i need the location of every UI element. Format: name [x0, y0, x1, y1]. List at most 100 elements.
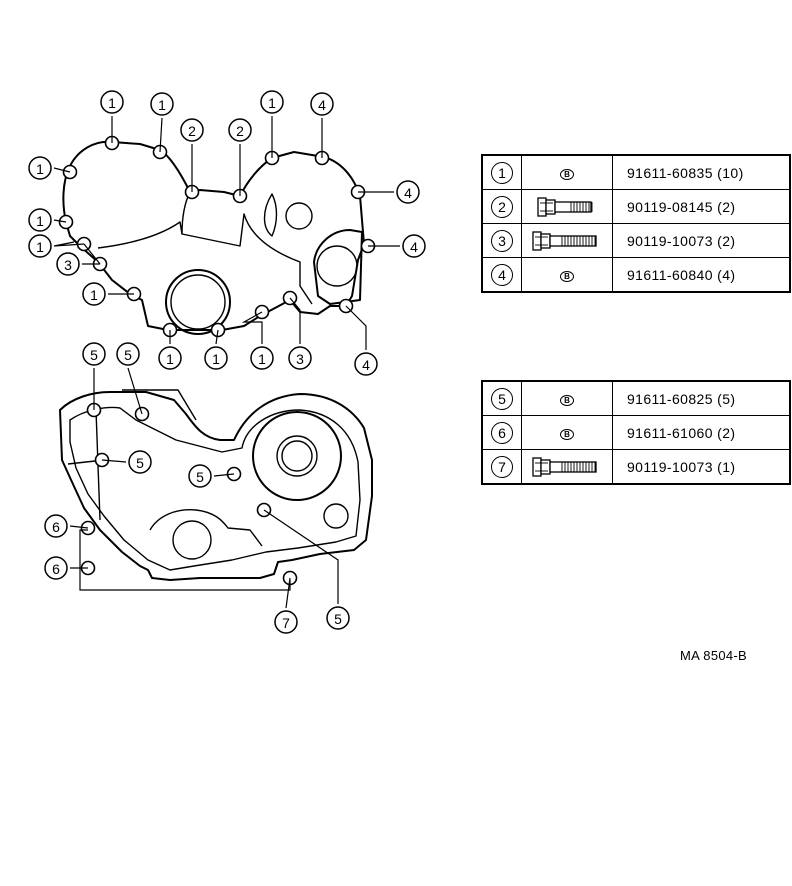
callout-6: 6 [44, 556, 68, 580]
bolt-index-cell: 2 [481, 189, 522, 224]
callout-ring [28, 234, 52, 258]
callout-1: 1 [100, 90, 124, 114]
bolt-symbol-cell: B [521, 380, 613, 416]
callout-6: 6 [44, 514, 68, 538]
callout-ring [28, 208, 52, 232]
callout-1: 1 [204, 346, 228, 370]
lower-left-hole [172, 520, 212, 560]
callout-ring [288, 346, 312, 370]
callout-4: 4 [402, 234, 426, 258]
callout-ring [204, 346, 228, 370]
callout-5: 5 [326, 606, 350, 630]
bolt-symbol-cell [521, 223, 613, 258]
callout-1: 1 [28, 208, 52, 232]
leader-line [289, 297, 301, 344]
callout-number: 1 [36, 239, 44, 255]
callout-3: 3 [288, 346, 312, 370]
bolt-index-number: 6 [491, 421, 513, 444]
part-number: 91611-60835 (10) [612, 154, 791, 190]
bolt-index-cell: 3 [481, 223, 522, 258]
callout-5: 5 [116, 342, 140, 366]
hex-bolt-long-icon [532, 230, 597, 251]
leader-line [263, 509, 339, 604]
bolt-index-number: 2 [491, 195, 513, 218]
bolt-table-row: 3 90119-10073 (2) [481, 223, 791, 258]
callout-number: 6 [52, 519, 60, 535]
callout-4: 4 [354, 352, 378, 376]
callout-number: 6 [52, 561, 60, 577]
leader-line [69, 525, 89, 529]
cam-bore-inner [276, 435, 318, 477]
hex-bolt-short-icon [537, 196, 593, 217]
upper-cover-slot [263, 193, 278, 237]
flange-bolt-mark-icon: B [560, 394, 574, 406]
leader-line [101, 459, 127, 463]
callout-number: 4 [362, 357, 370, 373]
lower-oil-pump-edge [149, 509, 263, 547]
diagram-reference-code: MA 8504-B [680, 648, 748, 663]
callout-2: 2 [228, 118, 252, 142]
bolt-index-number: 1 [491, 161, 513, 184]
callout-ring [100, 90, 124, 114]
callout-number: 1 [36, 213, 44, 229]
leader-line [215, 329, 219, 345]
flange-bolt-mark-icon: B [560, 168, 574, 180]
callout-ring [150, 92, 174, 116]
leader-line [83, 243, 101, 265]
flange-bolt-mark-icon: B [560, 428, 574, 440]
part-number: 90119-10073 (2) [612, 223, 791, 258]
callout-ring [116, 342, 140, 366]
callout-number: 5 [334, 611, 342, 627]
part-number: 90119-10073 (1) [612, 449, 791, 485]
callout-ring [44, 556, 68, 580]
part-number: 91611-60825 (5) [612, 380, 791, 416]
callout-5: 5 [128, 450, 152, 474]
leader-line [53, 241, 85, 247]
part-number: 91611-60840 (4) [612, 257, 791, 293]
callout-5: 5 [188, 464, 212, 488]
callout-ring [354, 352, 378, 376]
bolt-table-row: 7 90119-10073 (1) [481, 449, 791, 485]
callout-number: 1 [158, 97, 166, 113]
bolt-index-cell: 5 [481, 380, 522, 416]
callout-number: 4 [410, 239, 418, 255]
upper-cover-inner-ridge [97, 213, 313, 305]
leader-line [53, 219, 67, 223]
cam-bore-core [281, 440, 313, 472]
callout-1: 1 [28, 156, 52, 180]
callout-number: 2 [188, 123, 196, 139]
bolt-index-number: 4 [491, 263, 513, 286]
callout-ring [82, 282, 106, 306]
crank-seal-ring-inner [170, 274, 226, 330]
leader-line [53, 167, 71, 173]
bolt-index-number: 3 [491, 229, 513, 252]
callout-number: 3 [64, 257, 72, 273]
bolt-symbol-cell: B [521, 257, 613, 293]
callout-number: 1 [90, 287, 98, 303]
bolt-index-cell: 4 [481, 257, 522, 293]
lower-frame-leader [79, 529, 291, 591]
callout-number: 5 [136, 455, 144, 471]
crank-seal-ring-outer [165, 269, 231, 335]
callout-number: 4 [404, 185, 412, 201]
bolt-table-row: 1 B 91611-60835 (10) [481, 154, 791, 190]
callout-number: 1 [108, 95, 116, 111]
bolt-symbol-cell: B [521, 415, 613, 450]
callout-number: 1 [212, 351, 220, 367]
callout-1: 1 [82, 282, 106, 306]
callout-1: 1 [150, 92, 174, 116]
callout-number: 5 [90, 347, 98, 363]
callout-ring [28, 156, 52, 180]
bolt-index-cell: 7 [481, 449, 522, 485]
callout-5: 5 [82, 342, 106, 366]
bolt-symbol-cell: B [521, 154, 613, 190]
callout-number: 1 [36, 161, 44, 177]
callout-ring [228, 118, 252, 142]
callout-number: 4 [318, 97, 326, 113]
upper-cover-small-hole [285, 202, 313, 230]
